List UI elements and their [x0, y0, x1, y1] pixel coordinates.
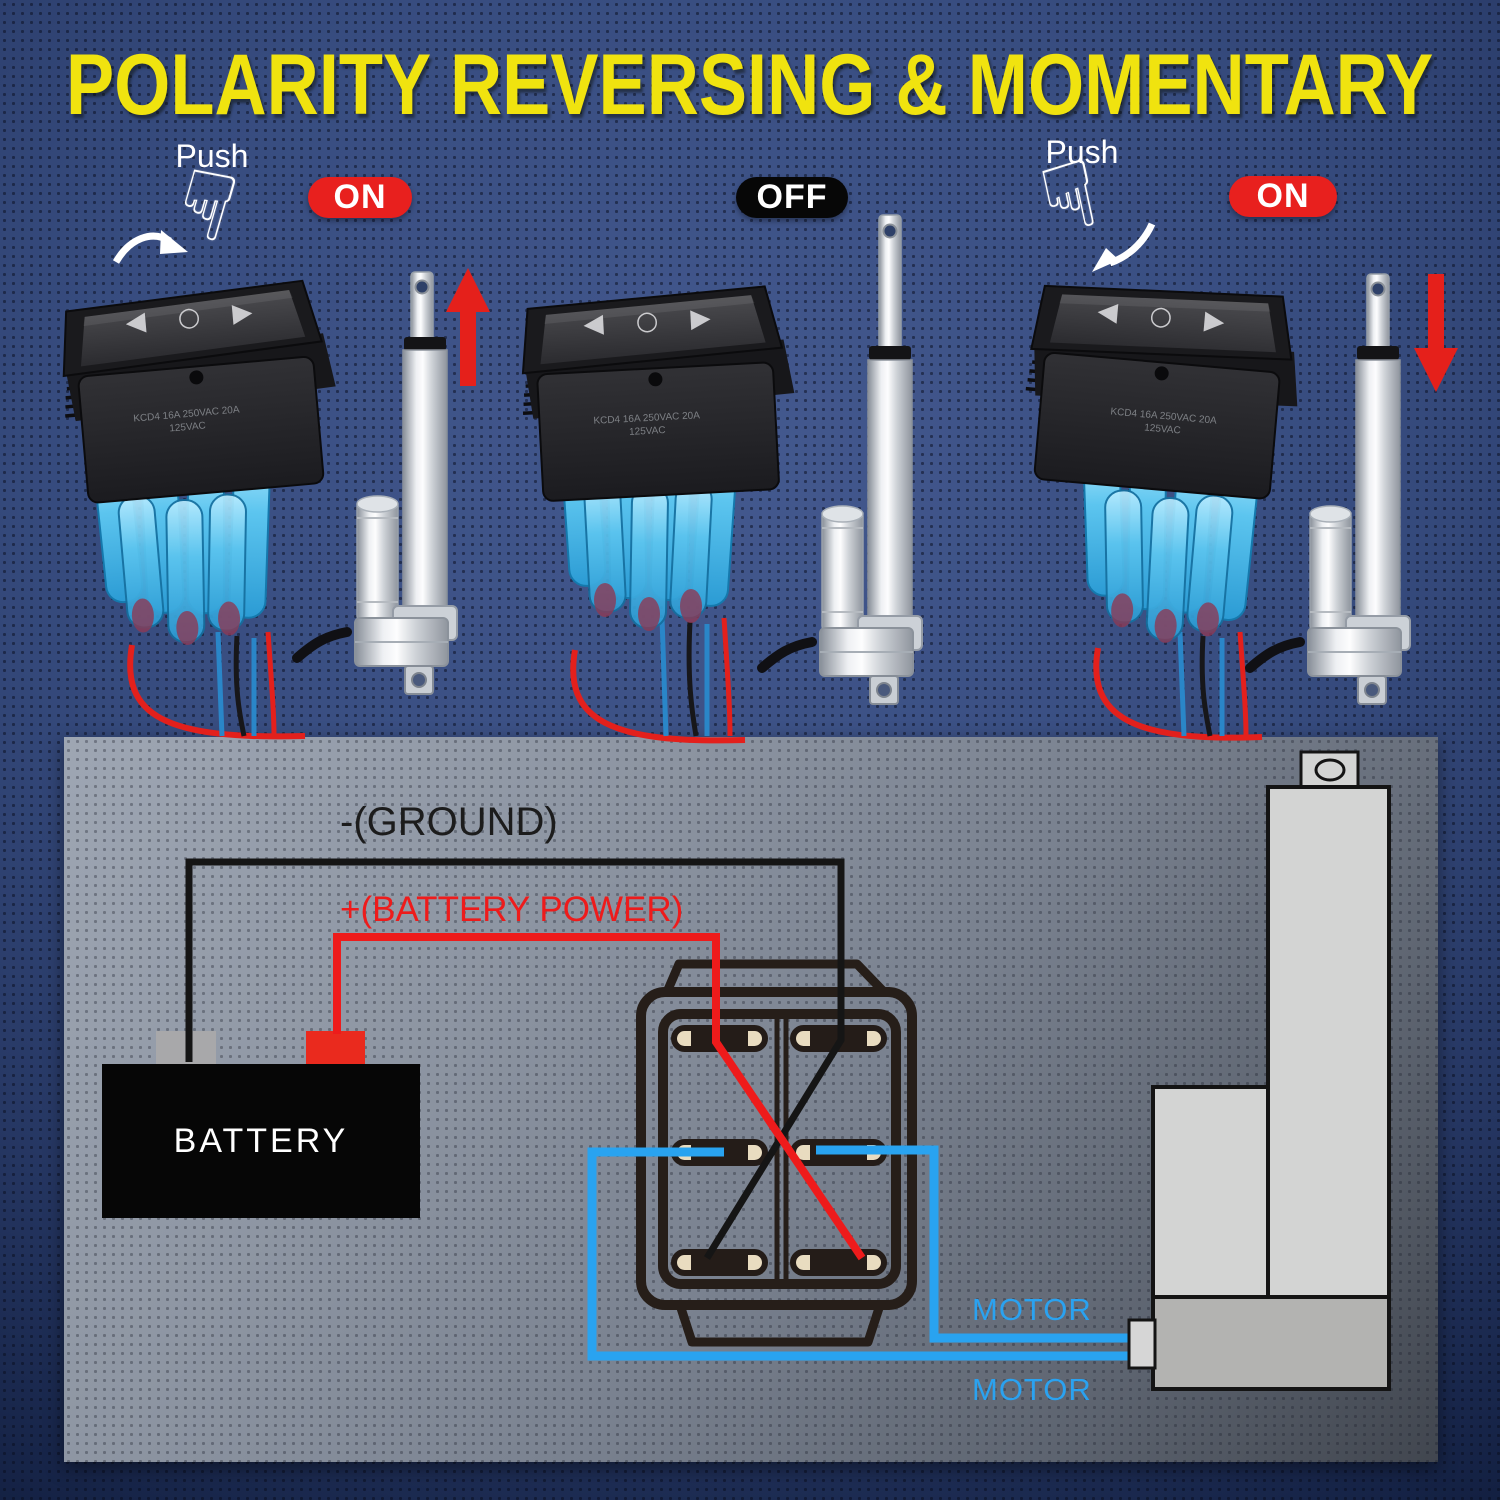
- motor-wire-b: [816, 1145, 1131, 1343]
- state-badge-off: OFF: [736, 177, 848, 218]
- down-arrow-icon: [1414, 274, 1458, 392]
- ground-label: -(GROUND): [340, 800, 558, 844]
- wiring-diagram: [156, 750, 1391, 1391]
- battery-box: BATTERY: [102, 1064, 420, 1218]
- curved-arrow-icon: [1092, 222, 1156, 272]
- motor-label-bottom: MOTOR: [972, 1372, 1092, 1407]
- state-badge-on-right: ON: [1229, 176, 1337, 217]
- motor-connector: [1127, 1318, 1157, 1370]
- scene-left: [53, 230, 490, 740]
- linear-actuator-left: [297, 350, 457, 694]
- scene-middle: [515, 214, 922, 744]
- battery-positive-terminal: [306, 1031, 365, 1064]
- battery-power-wire: [333, 933, 866, 1261]
- push-label-right: Push: [1045, 134, 1119, 170]
- page-title: POLARITY REVERSING & MOMENTARY: [66, 37, 1434, 133]
- battery-power-label: +(BATTERY POWER): [340, 890, 684, 929]
- curved-arrow-icon: [112, 230, 188, 264]
- battery-label: BATTERY: [173, 1121, 349, 1160]
- up-arrow-icon: [446, 268, 490, 386]
- actuator-diagram: [1151, 750, 1391, 1391]
- motor-wire-a: [587, 1147, 1131, 1361]
- scene-right: [1016, 222, 1458, 741]
- linear-actuator-middle: [762, 360, 922, 704]
- push-label-left: Push: [175, 138, 249, 174]
- state-badge-on-left: ON: [308, 177, 412, 218]
- motor-label-top: MOTOR: [972, 1292, 1092, 1327]
- ground-wire: [185, 858, 845, 1260]
- red-wire: [127, 644, 306, 740]
